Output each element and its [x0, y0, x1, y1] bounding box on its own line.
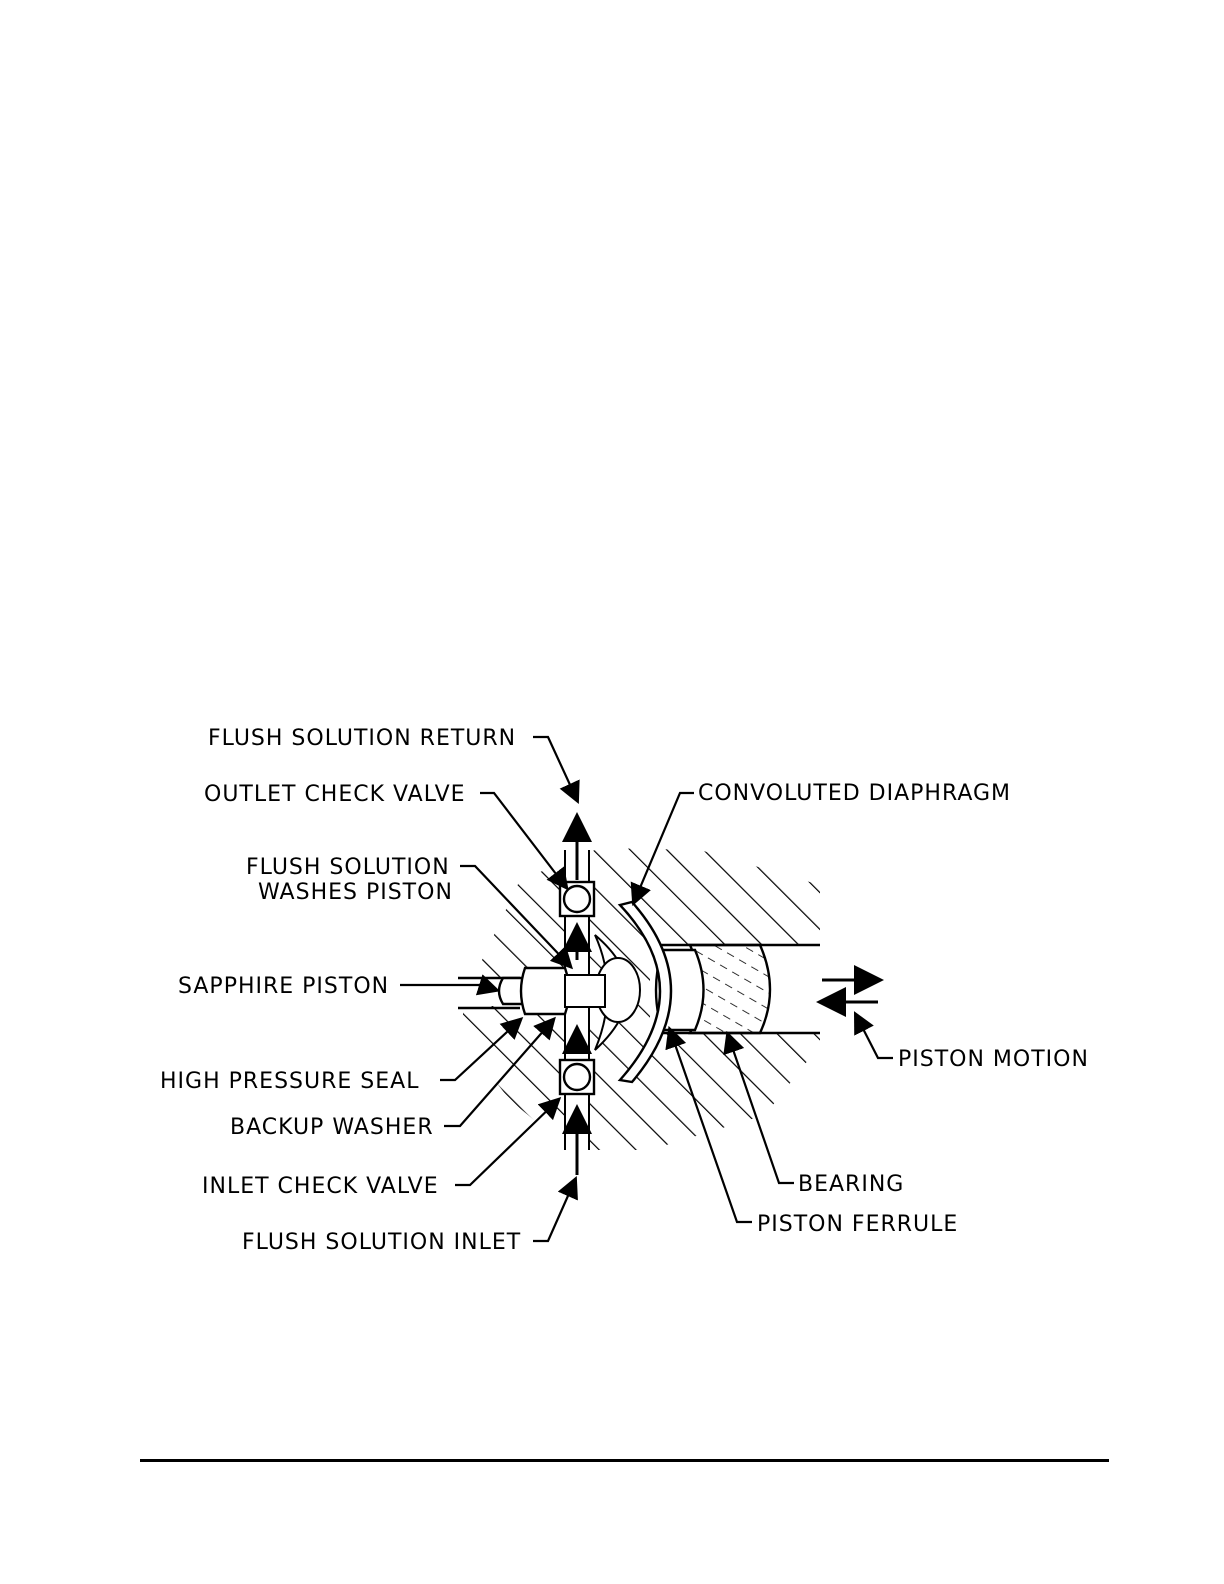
label-backup-washer: BACKUP WASHER	[230, 1115, 434, 1140]
label-flush-solution-return: FLUSH SOLUTION RETURN	[208, 726, 516, 751]
label-piston-ferrule: PISTON FERRULE	[757, 1212, 958, 1237]
label-high-pressure-seal: HIGH PRESSURE SEAL	[160, 1069, 419, 1094]
label-outlet-check-valve: OUTLET CHECK VALVE	[204, 782, 466, 807]
footer-rule	[140, 1459, 1109, 1462]
label-inlet-check-valve: INLET CHECK VALVE	[202, 1174, 439, 1199]
label-bearing: BEARING	[798, 1172, 904, 1197]
label-flush-solution-washes-1: FLUSH SOLUTION	[246, 855, 450, 880]
label-flush-solution-washes-2: WASHES PISTON	[258, 880, 453, 905]
label-sapphire-piston: SAPPHIRE PISTON	[178, 974, 389, 999]
label-convoluted-diaphragm: CONVOLUTED DIAPHRAGM	[698, 781, 1011, 806]
inlet-check-valve	[560, 1060, 594, 1094]
label-flush-solution-inlet: FLUSH SOLUTION INLET	[242, 1230, 521, 1255]
label-piston-motion: PISTON MOTION	[898, 1047, 1089, 1072]
